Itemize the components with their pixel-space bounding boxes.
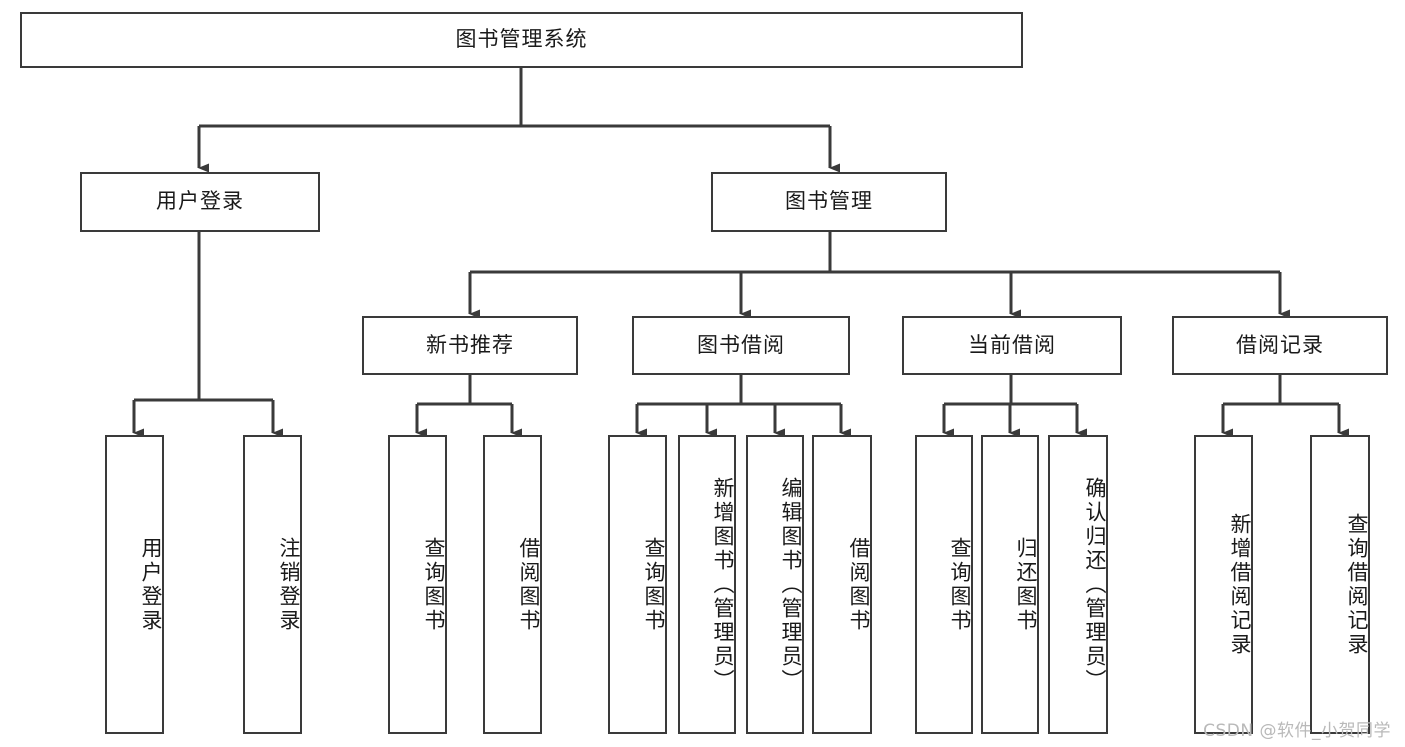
node-label: 查询借阅记录 xyxy=(1345,512,1369,657)
leaf-book-borrow-edit[interactable]: 编辑图书（管理员） xyxy=(746,435,804,734)
node-new-book-recommend[interactable]: 新书推荐 xyxy=(362,316,578,375)
node-label: 新增借阅记录 xyxy=(1228,512,1252,657)
leaf-book-borrow-add[interactable]: 新增图书（管理员） xyxy=(678,435,736,734)
node-label: 确认归还（管理员） xyxy=(1083,476,1107,693)
node-label: 图书管理系统 xyxy=(455,27,588,52)
node-label: 归还图书 xyxy=(1014,536,1038,633)
node-label: 查询图书 xyxy=(642,536,666,633)
leaf-book-borrow-borrow[interactable]: 借阅图书 xyxy=(812,435,872,734)
leaf-new-book-borrow[interactable]: 借阅图书 xyxy=(483,435,542,734)
node-label: 查询图书 xyxy=(422,536,446,633)
leaf-book-borrow-query[interactable]: 查询图书 xyxy=(608,435,667,734)
node-borrow-records[interactable]: 借阅记录 xyxy=(1172,316,1388,375)
node-label: 新书推荐 xyxy=(426,332,514,357)
node-book-borrow[interactable]: 图书借阅 xyxy=(632,316,850,375)
node-label: 图书管理 xyxy=(785,189,873,214)
node-current-borrow[interactable]: 当前借阅 xyxy=(902,316,1122,375)
leaf-current-borrow-query[interactable]: 查询图书 xyxy=(915,435,973,734)
node-label: 当前借阅 xyxy=(968,332,1056,357)
leaf-borrow-records-query[interactable]: 查询借阅记录 xyxy=(1310,435,1370,734)
csdn-watermark: CSDN @软件_小贺同学 xyxy=(1203,721,1391,741)
node-label: 注销登录 xyxy=(277,536,301,633)
node-book-management[interactable]: 图书管理 xyxy=(711,172,947,232)
leaf-current-borrow-confirm-return[interactable]: 确认归还（管理员） xyxy=(1048,435,1108,734)
node-label: 用户登录 xyxy=(156,189,244,214)
leaf-borrow-records-add[interactable]: 新增借阅记录 xyxy=(1194,435,1253,734)
node-label: 查询图书 xyxy=(948,536,972,633)
node-label: 借阅图书 xyxy=(847,536,871,633)
leaf-user-login-signout[interactable]: 注销登录 xyxy=(243,435,302,734)
node-label: 借阅图书 xyxy=(517,536,541,633)
node-label: 用户登录 xyxy=(139,536,163,633)
leaf-new-book-query[interactable]: 查询图书 xyxy=(388,435,447,734)
node-label: 借阅记录 xyxy=(1236,332,1324,357)
leaf-user-login-signin[interactable]: 用户登录 xyxy=(105,435,164,734)
node-label: 图书借阅 xyxy=(697,332,785,357)
node-label: 新增图书（管理员） xyxy=(711,476,735,693)
node-label: 编辑图书（管理员） xyxy=(779,476,803,693)
leaf-current-borrow-return[interactable]: 归还图书 xyxy=(981,435,1039,734)
node-user-login[interactable]: 用户登录 xyxy=(80,172,320,232)
node-root-system[interactable]: 图书管理系统 xyxy=(20,12,1023,68)
